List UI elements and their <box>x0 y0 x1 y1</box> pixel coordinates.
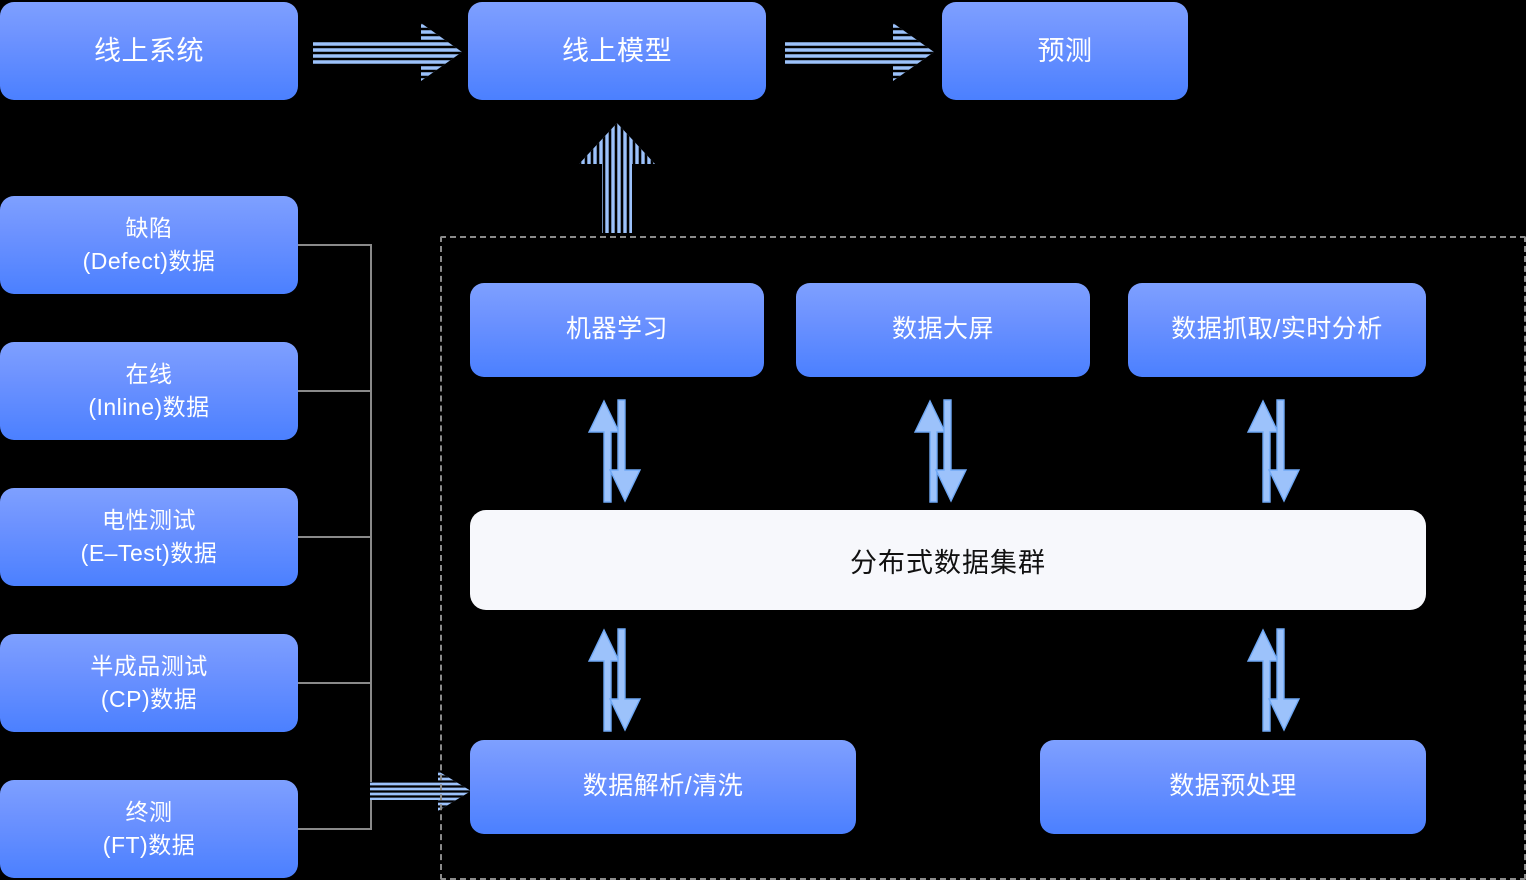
node-data-capture-realtime-analysis[interactable]: 数据抓取/实时分析 <box>1128 283 1426 377</box>
node-defect-line1: 缺陷 <box>125 215 173 242</box>
node-inline-line2: (Inline)数据 <box>88 394 210 420</box>
node-online-system[interactable]: 线上系统 <box>0 2 298 100</box>
node-data-parse-clean-label: 数据解析/清洗 <box>582 772 744 801</box>
node-online-system-label: 线上系统 <box>94 35 204 66</box>
bidirectional-arrow-parse-clean <box>587 628 649 732</box>
bidirectional-arrow-ml <box>587 399 649 503</box>
connector-spine <box>370 244 372 830</box>
bidirectional-arrow-dashboard <box>913 399 975 503</box>
node-inline-line1: 在线 <box>125 361 173 388</box>
bidirectional-arrow-capture <box>1246 399 1308 503</box>
node-online-model-label: 线上模型 <box>562 35 672 66</box>
node-online-model[interactable]: 线上模型 <box>468 2 766 100</box>
connector-stub-inline <box>298 390 372 392</box>
node-cluster-label: 分布式数据集群 <box>850 547 1046 578</box>
node-data-preprocess[interactable]: 数据预处理 <box>1040 740 1426 834</box>
connector-stub-defect <box>298 244 372 246</box>
node-ft-line1: 终测 <box>125 799 173 826</box>
node-etest-line2: (E–Test)数据 <box>80 540 218 566</box>
node-cp-line1: 半成品测试 <box>90 653 208 680</box>
node-cp-line2: (CP)数据 <box>100 686 198 712</box>
node-ft-line2: (FT)数据 <box>102 832 196 858</box>
node-data-source-etest[interactable]: 电性测试 (E–Test)数据 <box>0 488 298 586</box>
platform-dashed-container <box>440 236 1526 880</box>
node-data-source-cp[interactable]: 半成品测试 (CP)数据 <box>0 634 298 732</box>
node-defect-line2: (Defect)数据 <box>82 248 216 274</box>
striped-right-arrow-1 <box>313 21 463 83</box>
connector-stub-ft <box>298 828 372 830</box>
connector-stub-cp <box>298 682 372 684</box>
node-distributed-data-cluster[interactable]: 分布式数据集群 <box>470 510 1426 610</box>
node-prediction-label: 预测 <box>1037 35 1093 66</box>
node-data-parse-clean[interactable]: 数据解析/清洗 <box>470 740 856 834</box>
node-data-preprocess-label: 数据预处理 <box>1169 772 1297 801</box>
node-etest-line1: 电性测试 <box>102 507 196 534</box>
node-machine-learning[interactable]: 机器学习 <box>470 283 764 377</box>
node-data-source-inline[interactable]: 在线 (Inline)数据 <box>0 342 298 440</box>
node-data-capture-label: 数据抓取/实时分析 <box>1171 315 1383 344</box>
striped-right-arrow-3 <box>370 770 472 812</box>
node-machine-learning-label: 机器学习 <box>565 315 668 344</box>
connector-stub-etest <box>298 536 372 538</box>
striped-right-arrow-2 <box>785 21 935 83</box>
node-data-dashboard[interactable]: 数据大屏 <box>796 283 1090 377</box>
node-data-source-ft[interactable]: 终测 (FT)数据 <box>0 780 298 878</box>
node-data-source-defect[interactable]: 缺陷 (Defect)数据 <box>0 196 298 294</box>
node-prediction[interactable]: 预测 <box>942 2 1188 100</box>
striped-up-arrow <box>577 122 657 234</box>
bidirectional-arrow-preprocess <box>1246 628 1308 732</box>
node-data-dashboard-label: 数据大屏 <box>891 315 994 344</box>
